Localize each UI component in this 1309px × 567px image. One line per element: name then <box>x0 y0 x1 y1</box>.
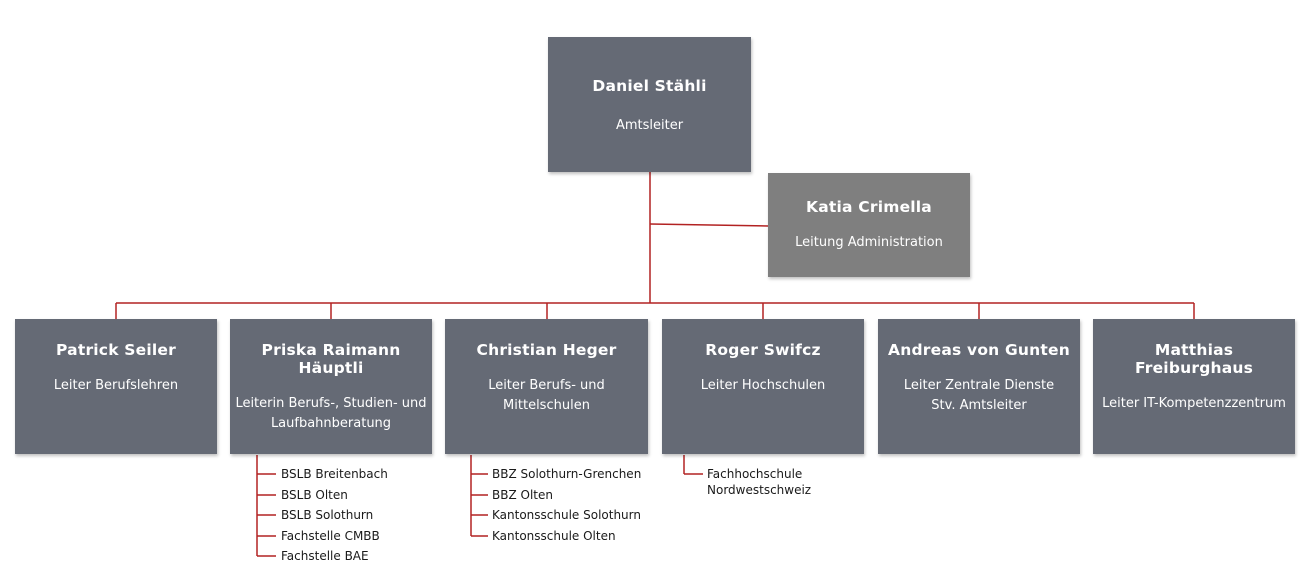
department-name: Patrick Seiler <box>56 341 176 359</box>
department-box-patrick-seiler: Patrick Seiler Leiter Berufslehren <box>15 319 217 454</box>
admin-name: Katia Crimella <box>806 198 932 216</box>
unit-item: BBZ Olten <box>492 487 553 502</box>
director-role: Amtsleiter <box>615 118 684 133</box>
department-role: Leiter Zentrale Dienste Stv. Amtsleiter <box>903 378 1055 413</box>
unit-item: Kantonsschule Olten <box>492 528 616 543</box>
unit-list-priska: BSLB Breitenbach BSLB Olten BSLB Solothu… <box>281 464 388 567</box>
department-role: Leiterin Berufs-, Studien- und Laufbahnb… <box>235 396 427 431</box>
unit-list-roger: Fachhochschule Nordwestschweiz <box>707 466 811 498</box>
department-box-christian-heger: Christian Heger Leiter Berufs- und Mitte… <box>445 319 648 454</box>
unit-item: BSLB Solothurn <box>281 508 374 522</box>
department-name: Christian Heger <box>476 341 617 359</box>
unit-list-christian: BBZ Solothurn-Grenchen BBZ Olten Kantons… <box>492 464 641 546</box>
department-name: Matthias Freiburghaus <box>1134 341 1254 377</box>
connector-admin <box>649 223 769 227</box>
unit-item: Fachstelle CMBB <box>281 528 380 543</box>
department-box-roger-swifcz: Roger Swifcz Leiter Hochschulen <box>662 319 864 454</box>
department-box-andreas-von-gunten: Andreas von Gunten Leiter Zentrale Diens… <box>878 319 1080 454</box>
director-name: Daniel Stähli <box>592 77 707 95</box>
department-role: Leiter Hochschulen <box>700 378 826 393</box>
department-box-matthias-freiburghaus: Matthias Freiburghaus Leiter IT-Kompeten… <box>1093 319 1295 454</box>
department-name: Andreas von Gunten <box>888 341 1070 359</box>
department-role: Leiter Berufs- und Mittelschulen <box>488 378 605 413</box>
department-role: Leiter Berufslehren <box>53 378 179 393</box>
department-name: Priska Raimann Häuptli <box>261 341 401 377</box>
unit-item: Kantonsschule Solothurn <box>492 508 641 522</box>
director-box: Daniel Stähli Amtsleiter <box>548 37 751 172</box>
admin-role: Leitung Administration <box>795 235 943 250</box>
unit-item: Fachstelle BAE <box>281 549 369 563</box>
admin-box: Katia Crimella Leitung Administration <box>768 173 970 277</box>
unit-item: BSLB Olten <box>281 487 348 502</box>
unit-item: Fachhochschule Nordwestschweiz <box>707 467 812 497</box>
department-box-priska-raimann-haeuptli: Priska Raimann Häuptli Leiterin Berufs-,… <box>230 319 432 454</box>
department-role: Leiter IT-Kompetenzzentrum <box>1102 396 1286 411</box>
department-name: Roger Swifcz <box>705 341 821 359</box>
unit-item: BBZ Solothurn-Grenchen <box>492 467 642 481</box>
unit-item: BSLB Breitenbach <box>281 467 388 481</box>
